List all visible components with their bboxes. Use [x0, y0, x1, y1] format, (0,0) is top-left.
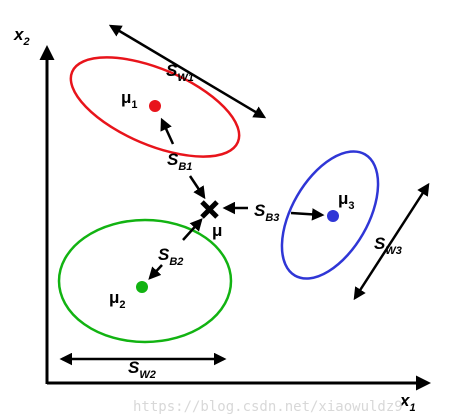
cluster-2-mean-label: μ2 — [109, 288, 126, 311]
sb1-label: SB1 — [167, 150, 192, 173]
cluster-1-mean-dot — [149, 100, 161, 112]
global-mean-marker — [200, 200, 219, 219]
cluster-1-mean-label: μ1 — [121, 88, 138, 111]
sb3-label: SB3 — [254, 201, 279, 224]
y-axis-label: x2 — [13, 25, 30, 48]
sw3-label: SW3 — [374, 234, 402, 257]
sb3-arrow-to-mean3 — [290, 208, 325, 221]
x-axis-label: x1 — [399, 391, 416, 414]
global-mean-label: μ — [212, 221, 222, 240]
cluster-3: μ3 — [280, 150, 380, 280]
cluster-1: μ1 — [69, 56, 241, 158]
sb2-arrow-to-global — [182, 218, 203, 241]
watermark: https://blog.csdn.net/xiaowuldz9 — [133, 399, 403, 415]
sw1-label: SW1 — [166, 61, 194, 84]
sb2-label: SB2 — [158, 245, 183, 268]
cluster-3-mean-dot — [327, 210, 339, 222]
sb2-arrow-to-mean2 — [148, 264, 163, 280]
sb1-arrow-to-mean1 — [160, 117, 175, 145]
cluster-2-ellipse — [57, 218, 233, 344]
cluster-2: μ2 — [57, 218, 233, 344]
sw2-label: SW2 — [128, 358, 156, 381]
cluster-3-mean-label: μ3 — [338, 189, 355, 212]
sw1-arrow — [108, 24, 267, 119]
sb1-arrow-to-global — [188, 175, 206, 200]
sw3-arrow — [353, 182, 430, 301]
cluster-2-mean-dot — [136, 281, 148, 293]
